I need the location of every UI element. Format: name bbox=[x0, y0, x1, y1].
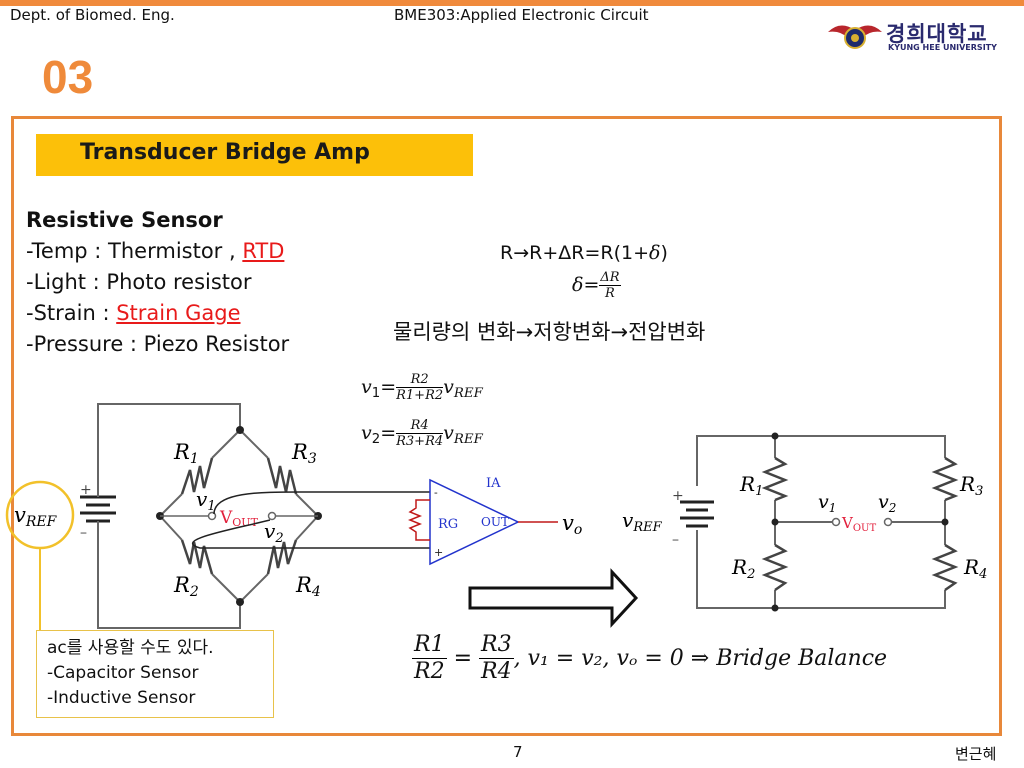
delta-symbol: δ bbox=[649, 242, 661, 264]
svg-text:+: + bbox=[80, 482, 92, 498]
delta-lhs: δ= bbox=[572, 274, 600, 296]
left-vref-label: vREF bbox=[14, 503, 58, 530]
svg-text:RG: RG bbox=[438, 517, 458, 532]
slide-title: Transducer Bridge Amp bbox=[80, 140, 370, 165]
right-r2-resistor bbox=[761, 543, 789, 592]
right-v1-label: v1 bbox=[818, 491, 836, 515]
left-r3-label: R3 bbox=[291, 440, 317, 467]
r2-resistor bbox=[180, 539, 214, 575]
left-v2-label: v2 bbox=[264, 519, 284, 546]
balance-r4: R4 bbox=[481, 659, 512, 684]
logo-english-name: KYUNG HEE UNIVERSITY bbox=[888, 43, 997, 52]
v1-denominator: R1+R2 bbox=[396, 388, 444, 403]
university-emblem-icon bbox=[828, 25, 882, 49]
balance-rest: , v₁ = v₂, vₒ = 0 ⇒ Bridge Balance bbox=[513, 646, 888, 671]
right-r3-resistor bbox=[931, 456, 959, 502]
resistance-change-text: R→R+ΔR=R(1+ bbox=[500, 242, 649, 264]
svg-text:+: + bbox=[434, 546, 443, 559]
v1-numerator: R2 bbox=[396, 372, 444, 388]
right-r3-label: R3 bbox=[959, 472, 983, 499]
header-course: BME303:Applied Electronic Circuit bbox=[394, 6, 649, 24]
header-department: Dept. of Biomed. Eng. bbox=[10, 6, 175, 24]
vo-label: vo bbox=[562, 511, 582, 538]
strain-gage-link[interactable]: Strain Gage bbox=[116, 301, 241, 325]
sensor-light: -Light : Photo resistor bbox=[26, 270, 252, 294]
v2-numerator: R4 bbox=[396, 418, 444, 434]
svg-text:–: – bbox=[672, 532, 679, 548]
right-vout-label: VOUT bbox=[841, 514, 876, 534]
right-r1-resistor bbox=[761, 456, 789, 502]
r4-resistor bbox=[266, 539, 298, 575]
left-v1-label: v1 bbox=[196, 487, 216, 514]
balance-r2: R2 bbox=[414, 659, 445, 684]
korean-conversion-chain: 물리량의 변화→저항변화→전압변화 bbox=[393, 320, 706, 344]
left-vout-label: VOUT bbox=[219, 508, 259, 529]
right-v2-label: v2 bbox=[878, 491, 896, 515]
balance-r3: R3 bbox=[479, 632, 514, 659]
content-frame bbox=[11, 116, 1002, 736]
svg-text:+: + bbox=[672, 488, 684, 504]
right-r4-label: R4 bbox=[963, 555, 987, 582]
delta-numerator: ΔR bbox=[599, 270, 621, 286]
sensor-temp: -Temp : Thermistor , RTD bbox=[26, 236, 289, 267]
left-r4-label: R4 bbox=[295, 573, 321, 600]
author-name: 변근혜 bbox=[955, 745, 997, 763]
v2-denominator: R3+R4 bbox=[396, 434, 444, 449]
strain-text: -Strain : bbox=[26, 301, 117, 325]
svg-text:IA: IA bbox=[486, 476, 501, 491]
rg-resistor bbox=[407, 499, 430, 541]
sensor-strain: -Strain : Strain Gage bbox=[26, 298, 289, 329]
right-vref-label: vREF bbox=[622, 508, 663, 535]
note-line-1: ac를 사용할 수도 있다. bbox=[47, 638, 214, 658]
university-logo: 경희대학교 KYUNG HEE UNIVERSITY bbox=[826, 18, 1006, 58]
sensor-pressure: -Pressure : Piezo Resistor bbox=[26, 332, 290, 356]
page-number: 7 bbox=[513, 743, 523, 761]
rtd-link[interactable]: RTD bbox=[242, 239, 285, 263]
transform-arrow bbox=[468, 568, 639, 628]
temp-text: -Temp : Thermistor , bbox=[26, 239, 243, 263]
note-line-2: -Capacitor Sensor bbox=[47, 663, 199, 683]
svg-text:-: - bbox=[434, 486, 438, 499]
top-accent-strip bbox=[0, 0, 1024, 6]
sensor-heading: Resistive Sensor bbox=[26, 208, 223, 232]
svg-text:–: – bbox=[80, 525, 87, 541]
balance-r1: R1 bbox=[412, 632, 447, 659]
right-r1-label: R1 bbox=[739, 472, 763, 499]
right-r2-label: R2 bbox=[731, 555, 755, 582]
svg-text:OUT: OUT bbox=[481, 515, 509, 529]
sensor-list: Resistive Sensor -Temp : Thermistor , RT… bbox=[26, 205, 289, 360]
r3-resistor bbox=[266, 457, 298, 495]
left-r1-label: R1 bbox=[173, 440, 199, 467]
delta-denominator: R bbox=[605, 286, 615, 301]
logo-korean-name: 경희대학교 bbox=[886, 22, 988, 46]
right-r4-resistor bbox=[931, 543, 959, 592]
note-line-3: -Inductive Sensor bbox=[47, 688, 196, 708]
title-bar bbox=[36, 134, 473, 176]
resistance-change-equation: R→R+ΔR=R(1+δ) bbox=[500, 242, 668, 264]
ia-amplifier bbox=[429, 478, 520, 566]
ac-note-box: ac를 사용할 수도 있다. -Capacitor Sensor -Induct… bbox=[36, 630, 274, 718]
left-r2-label: R2 bbox=[173, 573, 199, 600]
section-number: 03 bbox=[42, 51, 94, 103]
r1-resistor bbox=[180, 457, 214, 495]
